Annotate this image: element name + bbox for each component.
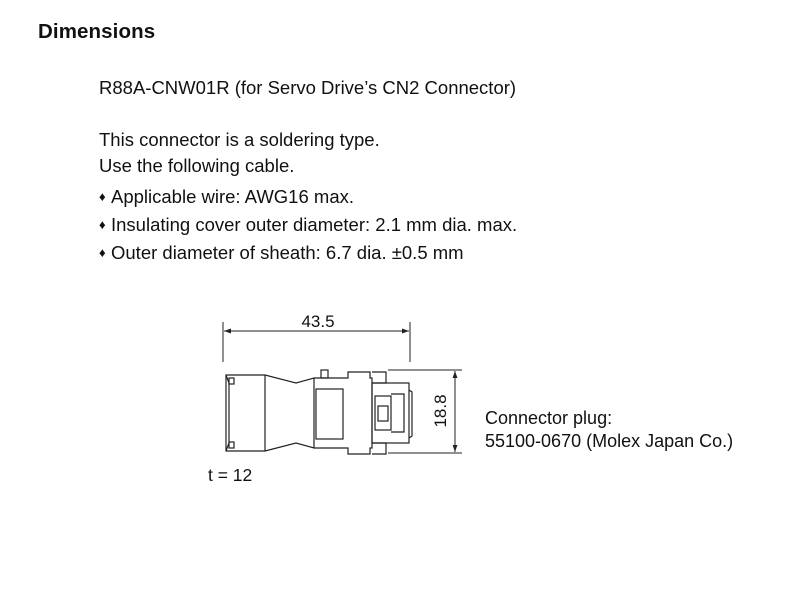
bullet-text: Outer diameter of sheath: 6.7 dia. ±0.5 … — [111, 242, 464, 263]
height-dimension: 18.8 — [388, 369, 462, 454]
connector-callout-title: Connector plug: — [485, 408, 613, 428]
connector-outline — [225, 369, 413, 455]
description-line-2: Use the following cable. — [99, 155, 295, 176]
bullet-item-insulation: ♦ Insulating cover outer diameter: 2.1 mm… — [99, 214, 517, 236]
diamond-bullet-icon: ♦ — [99, 217, 106, 232]
diamond-bullet-icon: ♦ — [99, 245, 106, 260]
bullet-text: Applicable wire: AWG16 max. — [111, 186, 354, 207]
diamond-bullet-icon: ♦ — [99, 189, 106, 204]
connector-callout-part: 55100-0670 (Molex Japan Co.) — [485, 431, 734, 451]
width-dimension-label: 43.5 — [301, 312, 334, 331]
bullet-item-wire: ♦ Applicable wire: AWG16 max. — [99, 186, 354, 208]
width-dimension: 43.5 — [222, 312, 411, 362]
bullet-text: Insulating cover outer diameter: 2.1 mm … — [111, 214, 518, 235]
height-dimension-label: 18.8 — [431, 394, 450, 427]
thickness-label: t = 12 — [208, 465, 253, 485]
bullet-item-sheath: ♦ Outer diameter of sheath: 6.7 dia. ±0.5… — [99, 242, 464, 264]
model-line: R88A-CNW01R (for Servo Drive’s CN2 Conne… — [99, 77, 517, 98]
section-heading: Dimensions — [38, 20, 156, 43]
description-line-1: This connector is a soldering type. — [99, 129, 380, 150]
